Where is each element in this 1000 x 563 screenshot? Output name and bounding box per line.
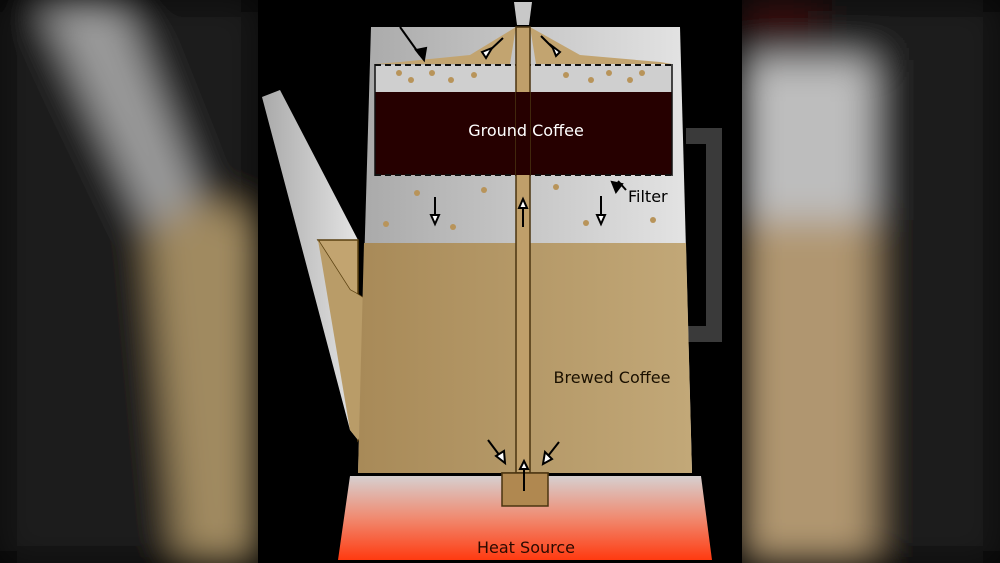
pot-top-cap	[514, 2, 532, 25]
heat-source	[338, 476, 712, 560]
label-ground-coffee: Ground Coffee	[468, 121, 584, 140]
blurred-right-backdrop	[740, 0, 1000, 563]
label-brewed-coffee: Brewed Coffee	[554, 368, 671, 387]
label-heat-source: Heat Source	[477, 538, 575, 557]
label-filter: Filter	[628, 187, 668, 206]
pot-handle	[686, 128, 722, 342]
coffee-spray-right	[530, 27, 672, 64]
coffee-spray-left	[375, 27, 516, 64]
coffee-drops	[383, 70, 656, 230]
blurred-left-backdrop	[0, 0, 258, 563]
flow-arrows	[399, 26, 627, 491]
